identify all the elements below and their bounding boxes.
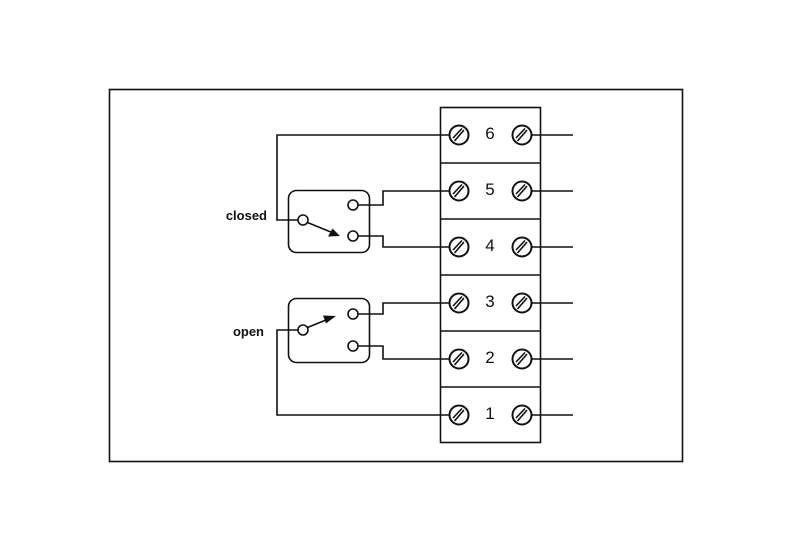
- terminal-number: 1: [485, 404, 494, 423]
- wire-terminal-3: [358, 302, 450, 315]
- switch-contact-lower-icon: [347, 340, 359, 352]
- screw-left-icon: [448, 348, 470, 370]
- screw-left-icon: [448, 404, 470, 426]
- wire-terminal-5: [358, 190, 450, 206]
- switch-contact-lower-icon: [347, 230, 359, 242]
- wire-terminal-6: [276, 134, 450, 221]
- screw-left-icon: [448, 292, 470, 314]
- switch-contact-upper-icon: [347, 308, 359, 320]
- screw-right-icon: [511, 180, 533, 202]
- terminal-2: 2: [448, 348, 573, 370]
- wiring: [276, 134, 450, 416]
- switch-label-open: open: [233, 324, 264, 339]
- switch-contact-upper-icon: [347, 199, 359, 211]
- terminal-3: 3: [448, 292, 573, 314]
- switch-contact-common-icon: [297, 214, 309, 226]
- wire-terminal-2: [358, 345, 450, 360]
- terminal-number: 2: [485, 348, 494, 367]
- terminal-4: 4: [448, 236, 573, 258]
- terminal-number: 5: [485, 180, 494, 199]
- switch-arrow-icon: [323, 315, 336, 324]
- terminal-5: 5: [448, 180, 573, 202]
- screw-right-icon: [511, 348, 533, 370]
- screw-left-icon: [448, 236, 470, 258]
- switch-closed: closed: [226, 189, 371, 254]
- screw-left-icon: [448, 124, 470, 146]
- switch-open: open: [233, 297, 371, 364]
- screw-right-icon: [511, 124, 533, 146]
- wire-terminal-4: [358, 235, 450, 248]
- terminal-1: 1: [448, 404, 573, 426]
- switch-arrow-icon: [328, 228, 340, 237]
- terminal-number: 4: [485, 236, 494, 255]
- outer-frame: [108, 88, 684, 463]
- switch-label-closed: closed: [226, 208, 267, 223]
- screw-right-icon: [511, 292, 533, 314]
- terminal-number: 3: [485, 292, 494, 311]
- switch-lever: [307, 319, 327, 329]
- switch-contact-common-icon: [297, 324, 309, 336]
- switch-lever: [307, 221, 333, 234]
- terminal-number: 6: [485, 124, 494, 143]
- terminal-block: [439, 106, 542, 444]
- wire-terminal-1: [276, 329, 450, 416]
- screw-right-icon: [511, 236, 533, 258]
- screw-left-icon: [448, 180, 470, 202]
- terminal-6: 6: [448, 124, 573, 146]
- screw-right-icon: [511, 404, 533, 426]
